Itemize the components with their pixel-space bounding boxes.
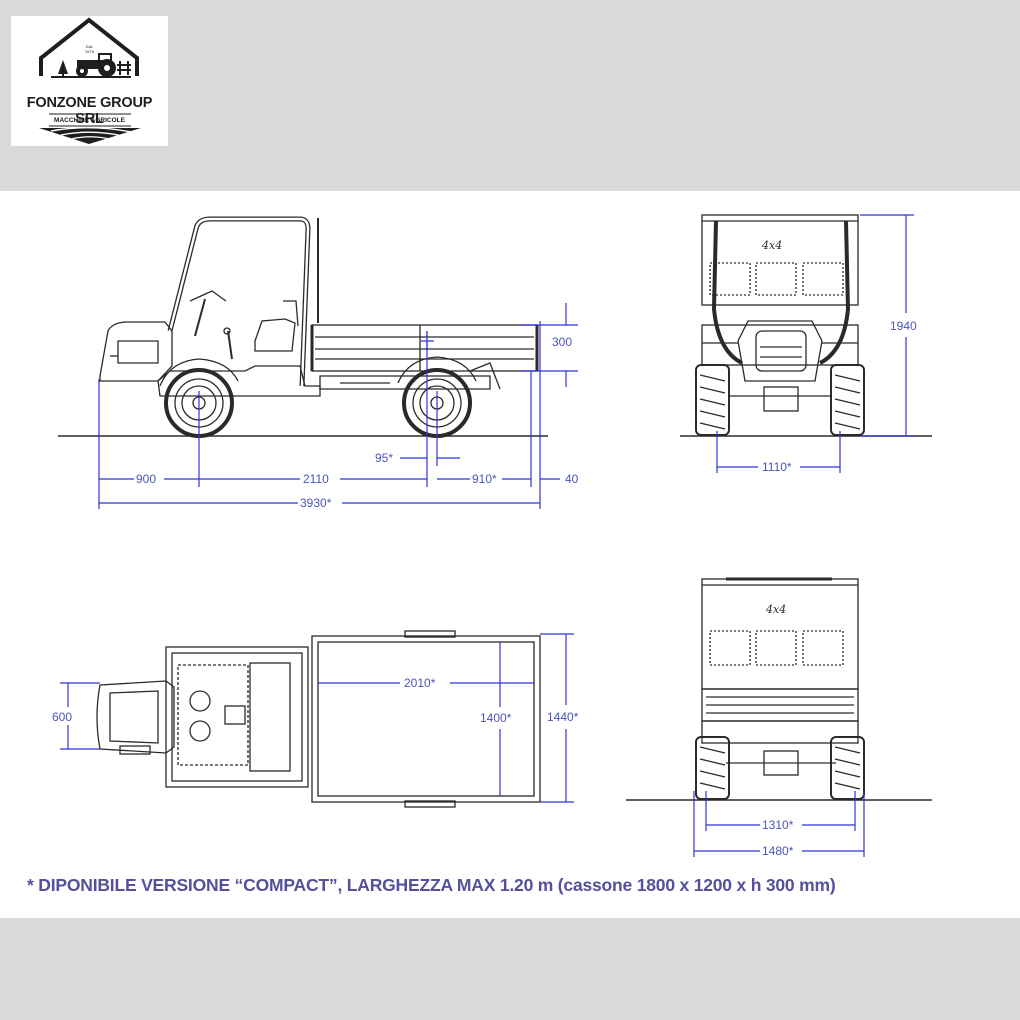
- technical-drawing: 900 2110 910* 40 3930* 95* 300: [52, 214, 932, 858]
- dim-rear-track: 1310*: [762, 818, 794, 832]
- dim-bed-outer-width: 1440*: [547, 710, 579, 724]
- top-view-vehicle: [96, 630, 541, 808]
- dim-height: 1940: [890, 319, 917, 333]
- dim-hood-width: 600: [52, 710, 72, 724]
- side-view-dimensions: [98, 303, 578, 509]
- logo-company-name: FONZONE GROUP SRL: [26, 95, 153, 127]
- dim-bed-length: 2010*: [404, 676, 436, 690]
- dim-bed-inner-width: 1400*: [480, 711, 512, 725]
- dim-offset: 95*: [375, 451, 393, 465]
- side-view-vehicle: [58, 216, 548, 438]
- logo-emblem: [39, 17, 141, 144]
- logo-subtitle: MACCHINE AGRICOLE: [54, 117, 125, 124]
- rear-badge: 4x4: [765, 603, 786, 616]
- dim-front-overhang: 900: [136, 472, 156, 486]
- dim-rear-total-width: 1480*: [762, 844, 794, 858]
- dim-wheelbase: 2110: [303, 472, 329, 486]
- front-view-vehicle: [680, 214, 932, 437]
- dim-total-length: 3930*: [300, 496, 332, 510]
- company-logo: DAL 1976 FONZONE GROUP SRL MACCHINE AGRI…: [11, 16, 168, 146]
- logo-since: DAL: [85, 44, 94, 49]
- front-view-dimensions: [716, 214, 914, 473]
- compact-version-footnote: * DIPONIBILE VERSIONE “COMPACT”, LARGHEZ…: [27, 875, 836, 895]
- dim-rear-overhang: 910*: [472, 472, 497, 486]
- technical-drawing-sheet: 900 2110 910* 40 3930* 95* 300: [0, 191, 1020, 918]
- top-view-dimensions: [60, 633, 574, 803]
- front-badge: 4x4: [761, 239, 782, 252]
- dim-tail: 40: [565, 472, 579, 486]
- dim-bed-height: 300: [552, 335, 572, 349]
- logo-year: 1976: [85, 49, 94, 54]
- dim-front-track: 1110*: [762, 460, 792, 474]
- rear-view-vehicle: [626, 577, 932, 801]
- rear-view-dimensions: [693, 791, 865, 857]
